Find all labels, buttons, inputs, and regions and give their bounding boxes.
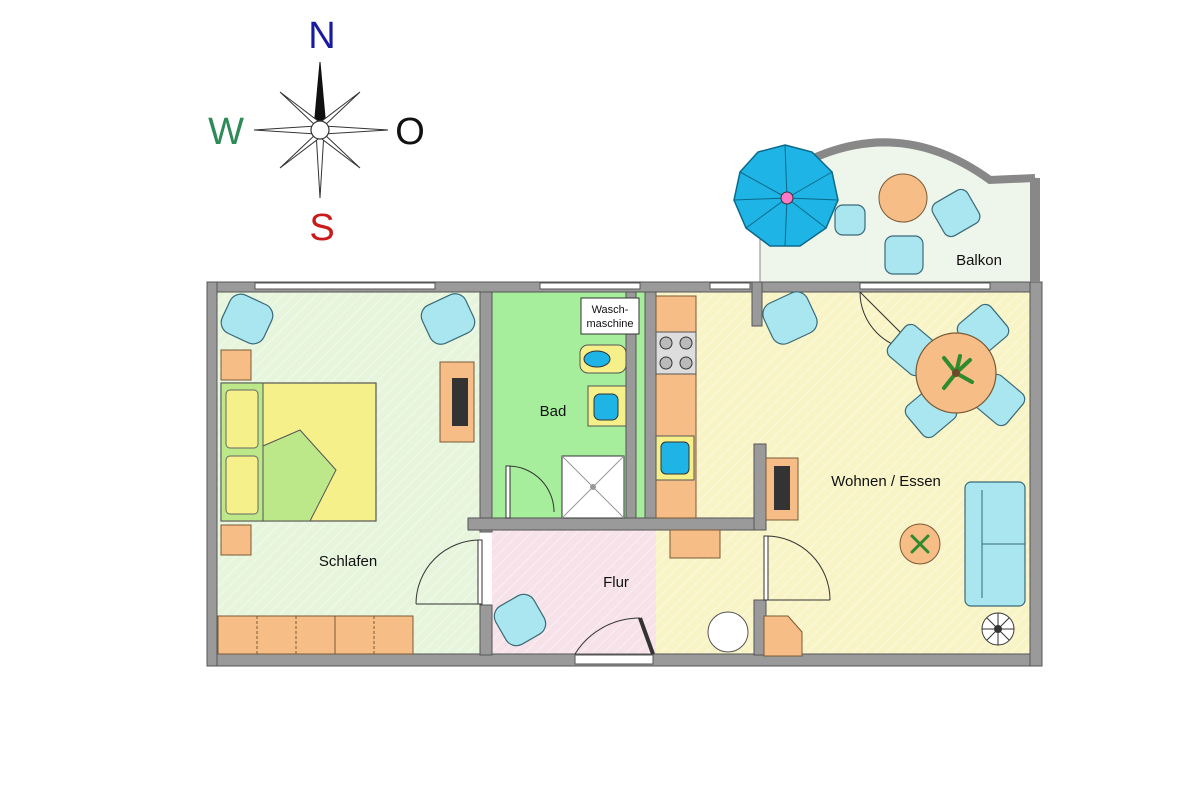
armchair-icon: [931, 188, 981, 238]
compass: N W O S: [208, 15, 425, 249]
compass-rose-icon: [253, 61, 389, 199]
compass-north-label: N: [308, 15, 335, 57]
compass-south-label: S: [309, 207, 334, 249]
washer-label-line1: Wasch-: [592, 304, 629, 316]
windows: [254, 282, 991, 665]
tv-desk-icon: [765, 457, 799, 521]
window-schlafen: [254, 282, 436, 290]
corner-cabinet-icon: [763, 615, 803, 657]
nightstand-icon: [220, 349, 252, 381]
kitchen-sink-icon: [655, 435, 695, 481]
compass-east-label: O: [395, 111, 425, 153]
shower-icon: [561, 455, 625, 519]
room-label-wohnen: Wohnen / Essen: [831, 473, 941, 490]
shoe-cabinet-icon: [669, 529, 721, 559]
coffee-table-icon: [899, 523, 941, 565]
sofa-icon: [964, 481, 1026, 607]
wohnen-furniture: [762, 291, 1026, 657]
armchair-icon: [884, 235, 924, 275]
toilet-icon: [579, 344, 627, 374]
room-label-balkon: Balkon: [956, 252, 1002, 269]
armchair-icon: [834, 204, 866, 236]
schlafen-furniture: [217, 293, 476, 655]
parasol-icon: [733, 144, 839, 247]
flur-furniture: [493, 529, 749, 653]
kitchen-counter: [655, 295, 697, 519]
compass-west-label: W: [208, 111, 244, 153]
dining-table-icon: [886, 303, 1026, 439]
washing-machine-box: Wasch- maschine: [580, 297, 640, 335]
double-bed-icon: [220, 382, 377, 522]
armchair-icon: [762, 291, 818, 345]
washer-label-line2: maschine: [586, 318, 633, 330]
kitchen-furniture: [655, 295, 697, 519]
armchair-icon: [220, 293, 274, 345]
window-wohnen-2: [859, 282, 991, 290]
window-bad: [539, 282, 641, 290]
spiral-staircase-icon: [981, 612, 1015, 646]
room-label-bad: Bad: [540, 403, 567, 420]
balkon-furniture: [733, 144, 981, 275]
nightstand-icon: [220, 524, 252, 556]
armchair-icon: [420, 293, 476, 345]
room-label-schlafen: Schlafen: [319, 553, 377, 570]
stove-icon: [655, 331, 697, 375]
room-label-flur: Flur: [603, 574, 629, 591]
balcony-table-icon: [878, 173, 928, 223]
room-labels: Schlafen Bad Flur Wohnen / Essen Balkon: [319, 252, 1002, 591]
sink-icon: [587, 385, 627, 427]
entrance-gap: [574, 654, 654, 665]
window-wohnen-1: [709, 282, 751, 290]
round-table-icon: [707, 611, 749, 653]
armchair-icon: [493, 593, 547, 647]
plant-icon: [942, 354, 974, 390]
desk-icon: [439, 361, 475, 443]
bad-furniture: Wasch- maschine: [561, 297, 640, 519]
wardrobe-icon: [217, 615, 414, 655]
